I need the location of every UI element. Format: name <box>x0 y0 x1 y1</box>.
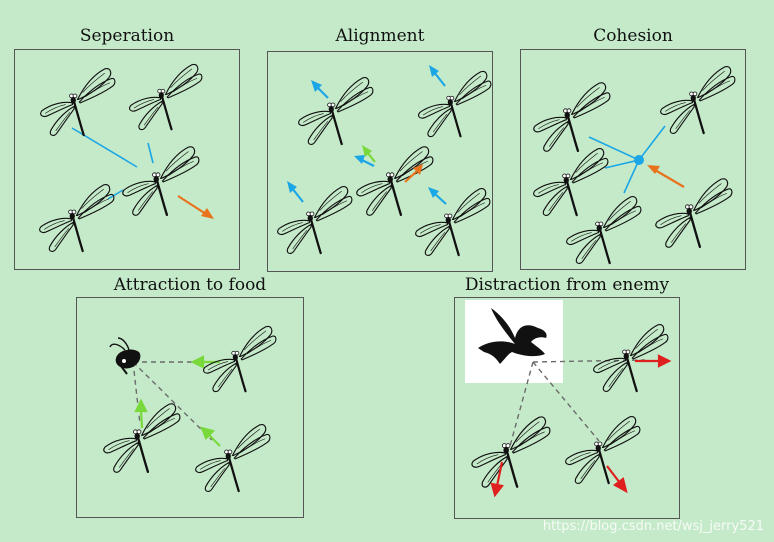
cohesion-panel <box>520 49 746 270</box>
attraction-to-food-title: Attraction to food <box>113 275 267 295</box>
food-arrows <box>134 355 221 447</box>
dragonfly-icon <box>414 187 492 257</box>
dragonfly-icon <box>38 183 116 253</box>
distraction-from-enemy-panel <box>454 297 680 519</box>
dragonfly-icon <box>128 63 204 131</box>
center-of-mass-dot <box>634 155 644 165</box>
dragonfly-icon <box>121 145 201 217</box>
food-dashed-lines <box>132 361 213 441</box>
alignment-panel <box>267 51 493 272</box>
dragonfly-icon <box>592 323 670 393</box>
cohesion-arrow <box>647 165 685 188</box>
dragonfly-icon <box>297 76 375 146</box>
dragonfly-icon <box>654 177 734 249</box>
dragonfly-icon <box>355 145 435 217</box>
food-moth-icon <box>109 337 141 375</box>
attraction-to-food-panel <box>76 297 304 518</box>
dragonfly-icon <box>659 65 737 135</box>
alignment-arrows <box>287 65 447 205</box>
dragonfly-icon <box>202 325 278 393</box>
separation-panel <box>14 49 240 270</box>
dragonfly-icon <box>276 185 354 255</box>
dragonfly-icon <box>532 147 610 217</box>
cohesion-title: Cohesion <box>593 26 673 46</box>
separation-lines <box>71 127 154 200</box>
enemy-bird-icon <box>478 308 547 364</box>
alignment-title: Alignment <box>335 26 425 46</box>
dragonfly-icon <box>470 415 552 489</box>
dragonfly-icon <box>564 415 642 485</box>
distraction-from-enemy-title: Distraction from enemy <box>464 275 670 295</box>
cohesion-lines <box>588 125 666 194</box>
separation-title: Seperation <box>79 26 175 46</box>
dragonfly-icon <box>417 70 493 138</box>
separation-arrow <box>177 195 214 219</box>
enemy-arrows <box>490 354 672 498</box>
enemy-dashed-lines <box>509 359 646 447</box>
watermark-text: https://blog.csdn.net/wsj_jerry521 <box>542 519 764 534</box>
dragonfly-icon <box>39 67 117 137</box>
dragonfly-icon <box>565 195 643 265</box>
